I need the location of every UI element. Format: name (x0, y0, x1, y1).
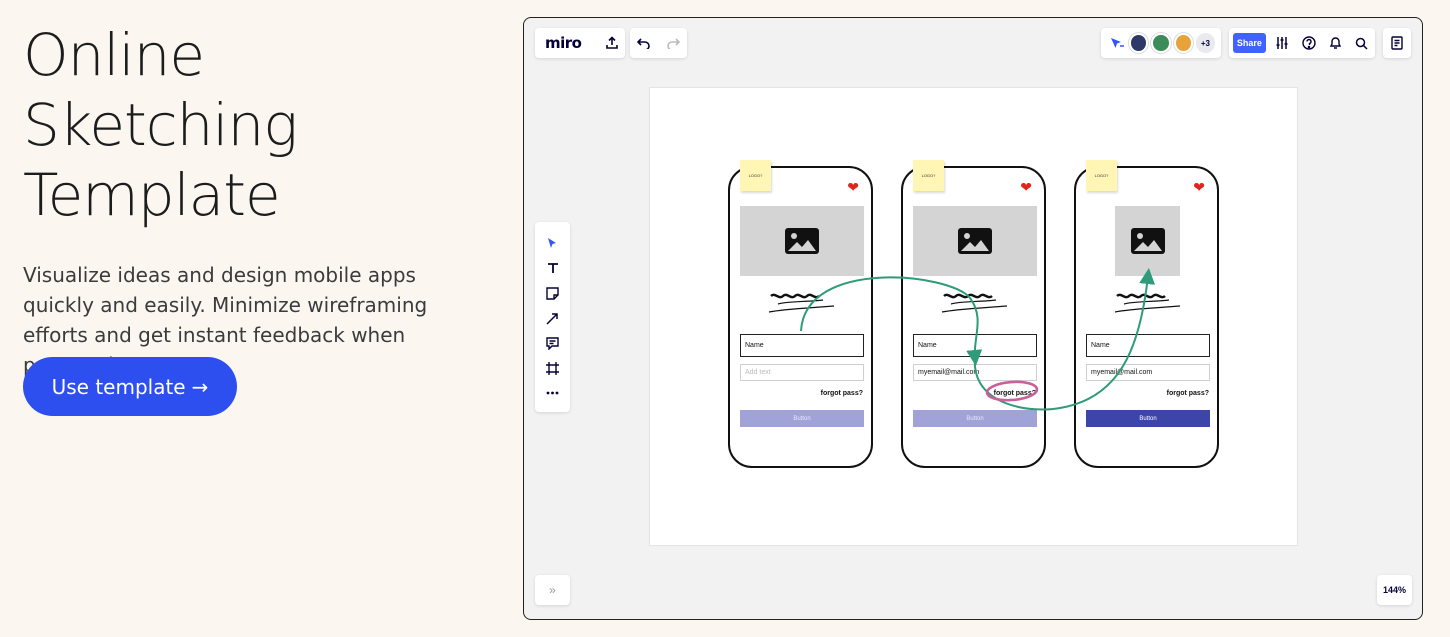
search-icon[interactable] (1352, 33, 1371, 53)
logo-toolbar: miro (535, 28, 625, 58)
image-icon (1130, 228, 1165, 254)
wireframe-phone-1[interactable]: LOGO? ❤ Name Add text forgot pass? Butto… (728, 160, 873, 468)
board-tools-bar: Share (1229, 28, 1375, 58)
board-canvas[interactable]: LOGO? ❤ Name Add text forgot pass? Butto… (649, 87, 1298, 546)
double-chevron-right-icon: » (549, 583, 556, 597)
submit-button[interactable]: Button (740, 410, 864, 427)
use-template-button[interactable]: Use template → (23, 357, 237, 416)
email-field[interactable]: Add text (740, 364, 864, 381)
notes-panel-toolbar (1383, 28, 1411, 58)
email-field[interactable]: myemail@mail.com (1086, 364, 1210, 381)
comment-icon[interactable] (543, 334, 563, 352)
more-tools-icon[interactable] (543, 384, 563, 402)
settings-sliders-icon[interactable] (1273, 33, 1292, 53)
connector-arrow-2 (973, 268, 1156, 411)
text-tool-icon[interactable] (543, 259, 563, 277)
redo-icon[interactable] (664, 33, 684, 53)
arrow-right-icon: → (191, 374, 209, 399)
expand-panel-button[interactable]: » (535, 575, 570, 605)
zoom-level-value: 144% (1382, 585, 1407, 595)
export-icon[interactable] (605, 33, 619, 53)
forgot-password-link[interactable]: forgot pass? (993, 390, 1036, 397)
miro-board-preview: miro +3 Share (523, 17, 1423, 620)
sticky-note-icon[interactable] (543, 284, 563, 302)
forgot-password-link[interactable]: forgot pass? (820, 390, 863, 397)
connector-arrow-1 (800, 276, 983, 366)
title-line-2: Template (23, 161, 281, 229)
image-placeholder (740, 206, 864, 276)
frame-icon[interactable] (543, 359, 563, 377)
cursor-follow-icon[interactable] (1107, 33, 1126, 53)
creation-toolbar (535, 222, 570, 412)
forgot-password-link[interactable]: forgot pass? (1166, 390, 1209, 397)
zoom-level-button[interactable]: 144% (1377, 575, 1412, 605)
name-field[interactable]: Name (1086, 334, 1210, 357)
scribble-text (768, 293, 835, 313)
avatar[interactable] (1129, 33, 1149, 53)
collaborators-bar: +3 (1101, 28, 1221, 58)
highlight-circle (985, 380, 1039, 402)
name-field[interactable]: Name (740, 334, 864, 357)
more-collaborators-badge[interactable]: +3 (1195, 33, 1215, 53)
submit-button[interactable]: Button (913, 410, 1037, 427)
notes-icon[interactable] (1387, 33, 1407, 53)
heart-icon: ❤ (1193, 179, 1205, 195)
share-button[interactable]: Share (1233, 33, 1266, 53)
wireframe-phone-3[interactable]: LOGO? ❤ Name myemail@mail.com forgot pas… (1074, 160, 1219, 468)
annotation-overlay (800, 268, 1156, 411)
use-template-label: Use template (51, 374, 186, 399)
image-icon (785, 228, 819, 254)
heart-icon: ❤ (847, 179, 859, 195)
submit-button[interactable]: Button (1086, 410, 1210, 427)
image-placeholder (1115, 206, 1180, 276)
image-placeholder (913, 206, 1037, 276)
avatar[interactable] (1173, 33, 1193, 53)
avatar[interactable] (1151, 33, 1171, 53)
select-cursor-icon[interactable] (543, 234, 563, 252)
help-icon[interactable] (1299, 33, 1318, 53)
image-icon (958, 228, 992, 254)
page-title: Online Sketching Template (23, 20, 493, 230)
undo-redo-toolbar (630, 28, 687, 58)
miro-logo[interactable]: miro (545, 34, 582, 52)
connection-line-icon[interactable] (543, 309, 563, 327)
sticky-note[interactable]: LOGO? (740, 160, 771, 191)
hero-section: Online Sketching Template Visualize idea… (23, 20, 493, 380)
wireframe-phone-2[interactable]: LOGO? ❤ Name myemail@mail.com forgot pas… (901, 160, 1046, 468)
sticky-note[interactable]: LOGO? (1086, 160, 1117, 191)
notifications-bell-icon[interactable] (1325, 33, 1344, 53)
undo-icon[interactable] (634, 33, 654, 53)
heart-icon: ❤ (1020, 179, 1032, 195)
sticky-note[interactable]: LOGO? (913, 160, 944, 191)
title-line-1: Online Sketching (23, 21, 298, 159)
